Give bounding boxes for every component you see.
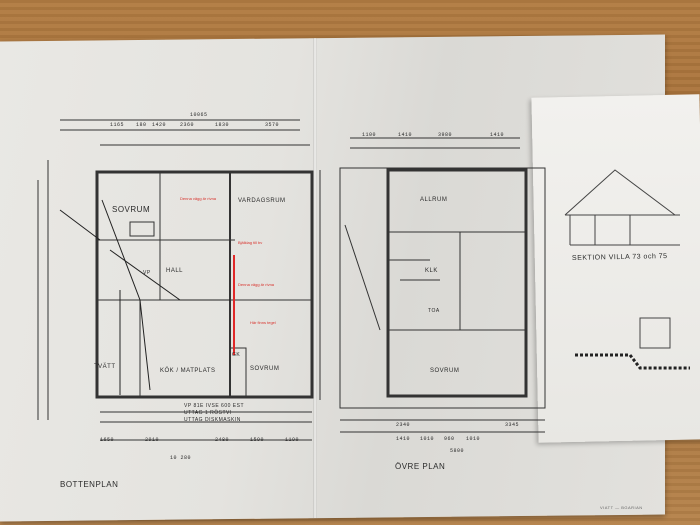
dim-bottom-5: 1190: [285, 437, 300, 443]
label-vp: VP: [143, 270, 151, 276]
room-label-hall: HALL: [166, 268, 184, 274]
label-gk: GK: [232, 352, 241, 358]
red-note-4: Här finns tegel: [250, 320, 276, 325]
upper-dim-bottom-5: 1010: [466, 436, 481, 442]
dim-bottom-2: 2910: [145, 437, 160, 443]
red-note-2: Bjälklag till bv: [238, 240, 263, 245]
upper-dim-top-3: 3980: [438, 132, 453, 138]
upper-dim-bottom-1: 2340: [396, 422, 411, 428]
dim-top-1: 1165: [110, 122, 125, 128]
dim-top-2: 180: [136, 122, 147, 128]
upper-dim-total: 5800: [450, 448, 465, 454]
roof-outline: [564, 169, 676, 216]
caption-bottenplan: BOTTENPLAN: [60, 480, 119, 489]
upper-dim-top-1: 1100: [362, 132, 377, 138]
room-label-vardagsrum: VARDAGSRUM: [238, 198, 286, 204]
footer-stamp: VIATT — BGARIAN: [600, 505, 643, 510]
dim-bottom-1: 1650: [100, 437, 115, 443]
handwritten-note-2: UTTAG 1 RÖSTVI: [184, 410, 232, 416]
dim-top-3: 1420: [152, 122, 167, 128]
upper-dim-bottom-2: 1410: [396, 436, 411, 442]
dim-top-4: 2360: [180, 122, 195, 128]
upper-plan-walls: [386, 168, 528, 398]
dim-top-6: 3570: [265, 122, 280, 128]
dim-total-bottom: 10 280: [170, 455, 192, 461]
room-label-tvatt: TVÄTT: [94, 364, 116, 370]
bottom-plan-walls: [95, 170, 314, 399]
upper-dim-top-2: 1410: [398, 132, 413, 138]
room-label-toa: TOA: [428, 308, 440, 314]
room-label-upper-sovrum: SOVRUM: [430, 368, 460, 374]
dim-top-5: 1830: [215, 122, 230, 128]
room-label-kok: KÖK / MATPLATS: [160, 368, 216, 374]
upper-dim-bottom-3: 1010: [420, 436, 435, 442]
upper-dim-top-4: 1410: [490, 132, 505, 138]
room-label-sovrum: SOVRUM: [112, 205, 151, 214]
handwritten-note-3: UTTAG DISKMASKIN: [184, 417, 241, 423]
room-label-klk: KLK: [425, 268, 438, 274]
dim-total-top: 10065: [190, 112, 208, 118]
sheet-fold: [313, 38, 317, 518]
caption-ovre-plan: ÖVRE PLAN: [395, 462, 446, 471]
dim-bottom-3: 2480: [215, 437, 230, 443]
upper-dim-bottom-4: 960: [444, 436, 455, 442]
upper-dim-bottom-6: 3345: [505, 422, 520, 428]
red-note-3: Denna vägg är rivna: [238, 282, 275, 287]
handwritten-note-1: VP 81E IVSE 600 EST: [184, 403, 244, 409]
room-label-sovrum-2: SOVRUM: [250, 366, 280, 372]
dim-bottom-4: 1590: [250, 437, 265, 443]
red-note-1: Denna vägg är rivna: [180, 196, 217, 201]
room-label-allrum: ALLRUM: [420, 197, 448, 203]
